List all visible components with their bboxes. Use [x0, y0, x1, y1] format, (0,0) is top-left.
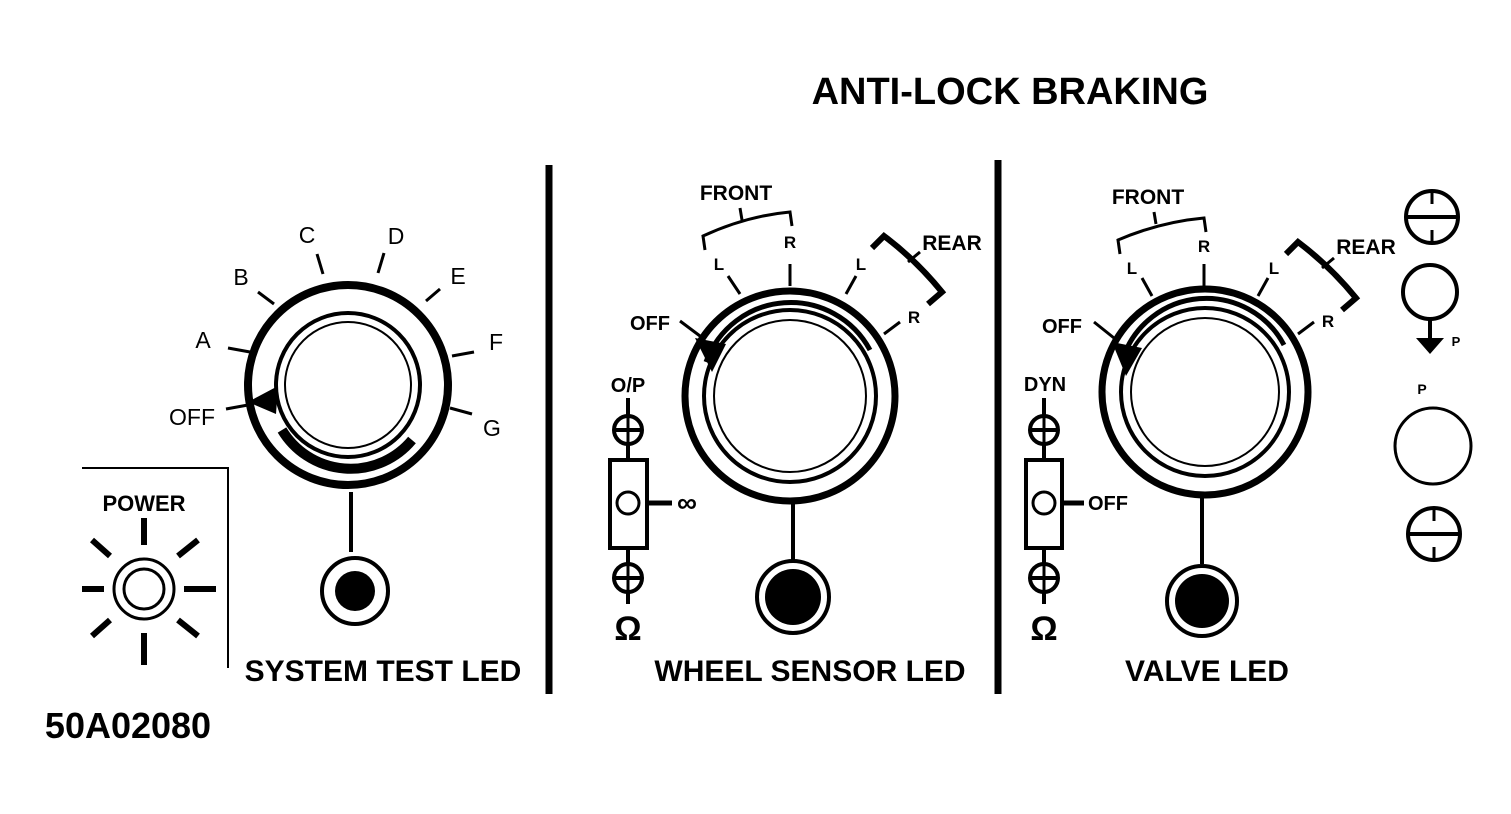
valve-rear-right: R [1322, 312, 1334, 331]
wheel-sensor-mode-switch[interactable]: O/P ∞ Ω [608, 375, 697, 648]
valve-front-right: R [1198, 237, 1210, 256]
wheel-sensor-ticks [679, 264, 901, 338]
system-test-pos-g: G [483, 415, 501, 441]
valve-led [1165, 564, 1239, 638]
wheel-sensor-switch-top-label: O/P [611, 375, 645, 397]
power-indicator: POWER [82, 467, 229, 668]
system-test-pos-off: OFF [169, 404, 215, 430]
valve-front-bracket [1116, 211, 1208, 255]
wheel-sensor-label: WHEEL SENSOR LED [654, 655, 965, 688]
panel-title: ANTI-LOCK BRAKING [812, 71, 1209, 113]
power-label: POWER [102, 491, 185, 516]
system-test-led [320, 556, 390, 626]
pressure-gauge-port-icon[interactable] [1401, 263, 1459, 321]
system-test-pos-b: B [233, 264, 248, 290]
pressure-down-arrow-icon [1416, 338, 1444, 354]
valve-front-label: FRONT [1112, 186, 1184, 209]
valve-pointer [1112, 342, 1142, 376]
valve-front-left: L [1127, 259, 1137, 278]
pressure-top-terminal-icon [1404, 189, 1460, 245]
system-test-pos-f: F [489, 329, 503, 355]
wheel-sensor-dial[interactable]: OFF L R L R FRONT REAR [630, 182, 982, 505]
valve-dial[interactable]: OFF L R L R FRONT REAR [1042, 186, 1396, 499]
valve-rear-left: L [1269, 259, 1279, 278]
wheel-sensor-switch-side-label: ∞ [677, 487, 697, 518]
wheel-sensor-rear-bracket [869, 232, 947, 307]
system-test-dial[interactable]: OFF A B C D E F G [169, 222, 503, 489]
wheel-sensor-rear-left: L [856, 255, 866, 274]
pressure-port-label: P [1417, 381, 1426, 397]
wheel-sensor-front-right: R [784, 233, 796, 252]
system-test-pointer [248, 386, 278, 414]
pressure-large-port-icon[interactable] [1393, 406, 1473, 486]
wheel-sensor-led [755, 559, 831, 635]
wheel-sensor-front-label: FRONT [700, 182, 772, 205]
valve-switch-top-label: DYN [1024, 374, 1066, 396]
valve-mode-switch[interactable]: DYN OFF Ω [1024, 374, 1128, 648]
valve-off-label: OFF [1042, 316, 1082, 338]
system-test-pos-a: A [195, 327, 211, 353]
valve-switch-side-label: OFF [1088, 493, 1128, 515]
wheel-sensor-front-left: L [714, 255, 724, 274]
power-light-icon [82, 518, 216, 665]
valve-switch-bottom-label: Ω [1030, 610, 1057, 648]
valve-rear-bracket [1283, 238, 1361, 313]
valve-ticks [1093, 264, 1315, 340]
pressure-bottom-terminal-icon [1406, 506, 1462, 562]
system-test-pos-e: E [450, 263, 465, 289]
valve-top-terminal-icon [1028, 414, 1060, 446]
valve-rear-label: REAR [1336, 236, 1396, 259]
wheel-sensor-off-label: OFF [630, 313, 670, 335]
wheel-sensor-front-bracket [701, 207, 794, 251]
pressure-ports: P P [1393, 189, 1473, 562]
wheel-sensor-switch-bottom-label: Ω [614, 610, 641, 648]
valve-bottom-terminal-icon [1028, 562, 1060, 594]
wheel-sensor-rear-right: R [908, 308, 920, 327]
system-test-label: SYSTEM TEST LED [245, 655, 522, 688]
valve-label: VALVE LED [1125, 655, 1289, 688]
wheel-sensor-bottom-terminal-icon [612, 562, 644, 594]
system-test-pos-d: D [388, 223, 405, 249]
wheel-sensor-top-terminal-icon [612, 414, 644, 446]
system-test-ticks [225, 252, 475, 416]
figure-code: 50A02080 [45, 705, 211, 746]
wheel-sensor-rear-label: REAR [922, 232, 982, 255]
pressure-arrow-label: P [1452, 334, 1461, 349]
wheel-sensor-pointer [695, 338, 726, 372]
system-test-pos-c: C [299, 222, 316, 248]
